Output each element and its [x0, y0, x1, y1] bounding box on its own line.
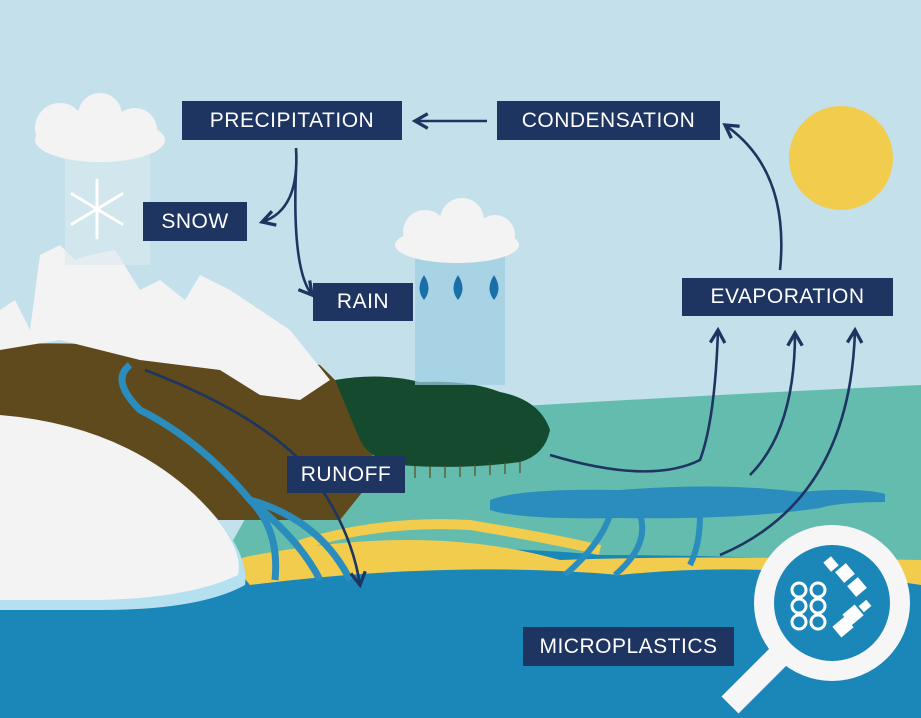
snowflake-icon [70, 178, 124, 240]
forest [335, 376, 550, 467]
label-condensation: CONDENSATION [497, 101, 720, 140]
snowy-mountain [0, 245, 330, 400]
microplastic-icon [790, 581, 827, 631]
label-snow: SNOW [143, 202, 247, 241]
raindrop-icon [419, 275, 499, 300]
label-microplastics: MICROPLASTICS [523, 627, 734, 666]
label-runoff: RUNOFF [287, 456, 405, 493]
cloud-icon [35, 93, 165, 162]
label-rain: RAIN [313, 283, 413, 321]
river [118, 362, 354, 582]
sun-icon [789, 106, 893, 210]
label-precipitation: PRECIPITATION [182, 101, 402, 140]
label-evaporation: EVAPORATION [682, 278, 893, 316]
magnifier-icon [721, 525, 910, 714]
cloud-icon [395, 198, 519, 263]
